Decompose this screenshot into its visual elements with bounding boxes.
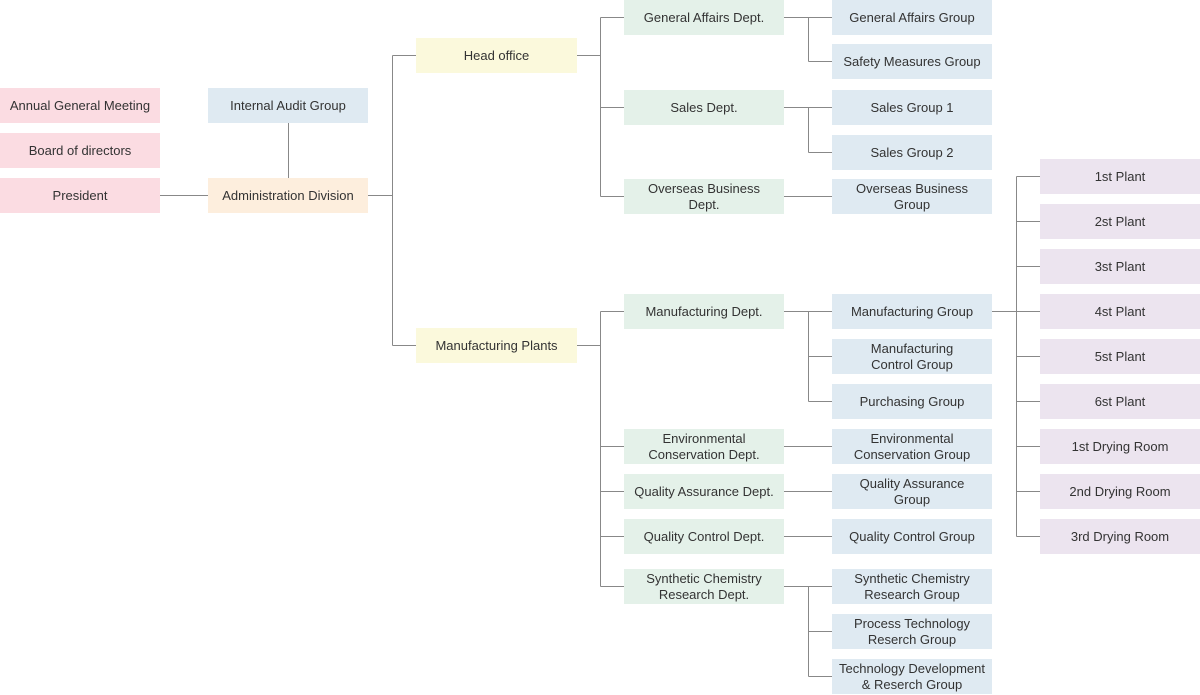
node-president: President — [0, 178, 160, 213]
node-2nd-drying-room: 2nd Drying Room — [1040, 474, 1200, 509]
node-purchasing-group: Purchasing Group — [832, 384, 992, 419]
node-environmental-conservation-group: Environmental Conservation Group — [832, 429, 992, 464]
node-manufacturing-control-group: Manufacturing Control Group — [832, 339, 992, 374]
node-2st-plant: 2st Plant — [1040, 204, 1200, 239]
node-process-technology-reserch-group: Process Technology Reserch Group — [832, 614, 992, 649]
node-3rd-drying-room: 3rd Drying Room — [1040, 519, 1200, 554]
node-overseas-business-group: Overseas Business Group — [832, 179, 992, 214]
node-1st-plant: 1st Plant — [1040, 159, 1200, 194]
node-6st-plant: 6st Plant — [1040, 384, 1200, 419]
node-internal-audit-group: Internal Audit Group — [208, 88, 368, 123]
node-annual-general-meeting: Annual General Meeting — [0, 88, 160, 123]
node-administration-division: Administration Division — [208, 178, 368, 213]
node-5st-plant: 5st Plant — [1040, 339, 1200, 374]
node-quality-control-dept: Quality Control Dept. — [624, 519, 784, 554]
node-head-office: Head office — [416, 38, 577, 73]
node-sales-group-1: Sales Group 1 — [832, 90, 992, 125]
node-technology-development-reserch-group: Technology Development & Reserch Group — [832, 659, 992, 694]
node-synthetic-chemistry-research-group: Synthetic Chemistry Research Group — [832, 569, 992, 604]
node-3st-plant: 3st Plant — [1040, 249, 1200, 284]
node-quality-assurance-dept: Quality Assurance Dept. — [624, 474, 784, 509]
node-manufacturing-plants: Manufacturing Plants — [416, 328, 577, 363]
node-safety-measures-group: Safety Measures Group — [832, 44, 992, 79]
node-board-of-directors: Board of directors — [0, 133, 160, 168]
node-general-affairs-dept: General Affairs Dept. — [624, 0, 784, 35]
node-4st-plant: 4st Plant — [1040, 294, 1200, 329]
node-sales-group-2: Sales Group 2 — [832, 135, 992, 170]
node-sales-dept: Sales Dept. — [624, 90, 784, 125]
node-overseas-business-dept: Overseas Business Dept. — [624, 179, 784, 214]
node-synthetic-chemistry-research-dept: Synthetic Chemistry Research Dept. — [624, 569, 784, 604]
node-manufacturing-group: Manufacturing Group — [832, 294, 992, 329]
node-environmental-conservation-dept: Environmental Conservation Dept. — [624, 429, 784, 464]
node-quality-assurance-group: Quality Assurance Group — [832, 474, 992, 509]
node-1st-drying-room: 1st Drying Room — [1040, 429, 1200, 464]
node-quality-control-group: Quality Control Group — [832, 519, 992, 554]
node-general-affairs-group: General Affairs Group — [832, 0, 992, 35]
node-manufacturing-dept: Manufacturing Dept. — [624, 294, 784, 329]
